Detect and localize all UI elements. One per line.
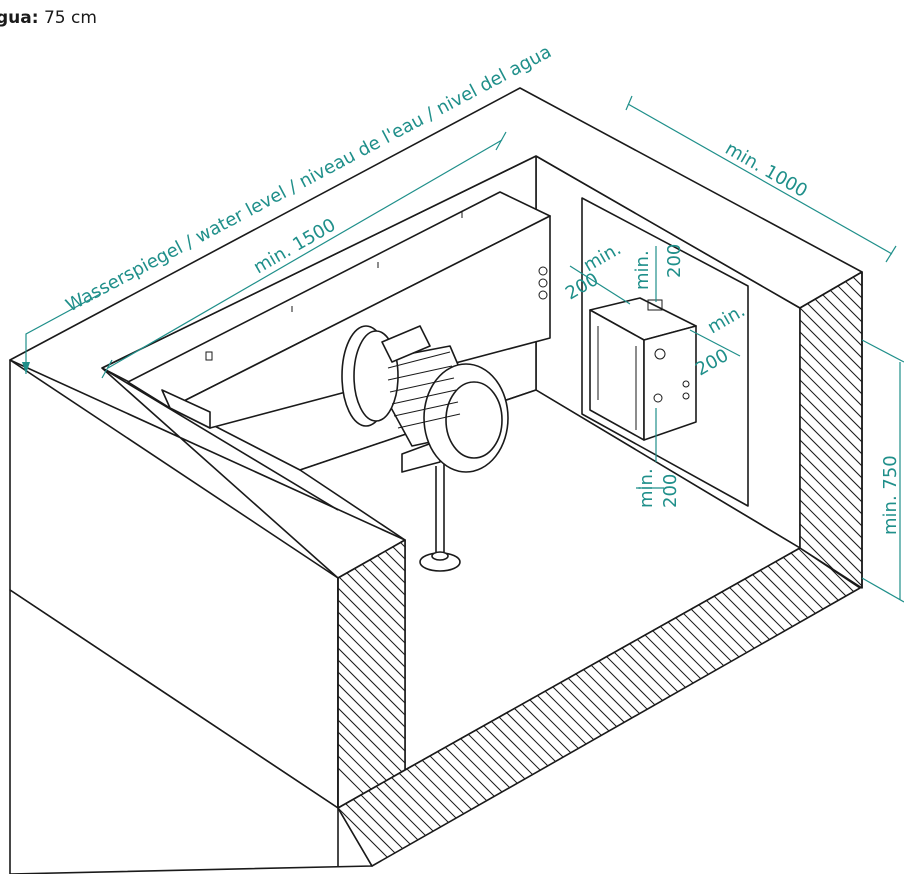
hatch-line <box>800 272 862 588</box>
hatch-line <box>338 548 413 866</box>
hatch-line <box>338 548 485 866</box>
caption: gua: 75 cm <box>0 8 97 28</box>
hatch-line <box>338 540 405 808</box>
hatch-line <box>707 548 860 866</box>
hatch-line <box>338 548 473 866</box>
min-top-label: min. <box>632 250 653 290</box>
caption-value: 75 cm <box>43 8 97 28</box>
hatch-line <box>800 272 862 588</box>
dimension-controller-bottom: min. 200 <box>636 408 681 508</box>
caption-label: gua: <box>0 8 39 28</box>
equipment-housing <box>127 191 551 429</box>
hatch-line <box>800 272 862 588</box>
hatch-line <box>800 272 862 588</box>
hatch-line <box>338 548 449 866</box>
hatch-line <box>800 272 862 588</box>
hatch-line <box>338 540 405 808</box>
hatch-line <box>338 540 405 808</box>
wall-section-left <box>337 539 406 809</box>
hatch-line <box>338 540 405 808</box>
hatch-line <box>338 548 497 866</box>
hatch-line <box>800 272 862 588</box>
hatch-line <box>338 540 405 808</box>
hatch-line <box>338 540 405 808</box>
hatch-line <box>767 548 860 866</box>
hatch-line <box>800 272 862 588</box>
hatch-line <box>338 540 405 808</box>
hatch-line <box>800 272 862 588</box>
hatch-line <box>743 548 860 866</box>
hatch-line <box>731 548 860 866</box>
hatch-line <box>338 540 405 808</box>
val-top-label: 200 <box>664 244 685 278</box>
min-bottom-label: min. <box>636 468 657 508</box>
hatch-line <box>800 272 862 588</box>
pump-motor <box>341 325 509 572</box>
hatch-line <box>800 272 862 588</box>
hatch-line <box>864 530 904 870</box>
dimension-min-750: min. 750 <box>861 339 904 603</box>
hatch-line <box>339 540 405 808</box>
hatch-line <box>719 548 860 866</box>
hatch-line <box>338 548 401 866</box>
hatch-line <box>338 540 405 808</box>
min-750-label: min. 750 <box>880 455 901 535</box>
hatch-line <box>779 548 860 866</box>
hatch-line <box>800 272 862 588</box>
hatch-line <box>338 548 461 866</box>
wall-section-right <box>799 260 904 600</box>
hatch-line <box>859 272 862 588</box>
dimension-controller-top: min. 200 <box>632 244 685 302</box>
hatch-line <box>338 548 509 866</box>
hatch-line <box>800 272 862 588</box>
min-1000-label: min. 1000 <box>722 138 811 202</box>
hatch-line <box>338 540 405 808</box>
hatch-line <box>800 272 862 588</box>
hatch-line <box>800 272 862 588</box>
control-box <box>589 297 697 441</box>
hatch-line <box>755 548 860 866</box>
hatch-line <box>338 548 425 866</box>
val-bottom-label: 200 <box>660 474 681 508</box>
hatch-line <box>695 548 860 866</box>
hatch-line <box>872 260 904 600</box>
hatch-line <box>800 272 862 588</box>
hatch-line <box>338 548 437 866</box>
hatch-line <box>791 548 860 866</box>
